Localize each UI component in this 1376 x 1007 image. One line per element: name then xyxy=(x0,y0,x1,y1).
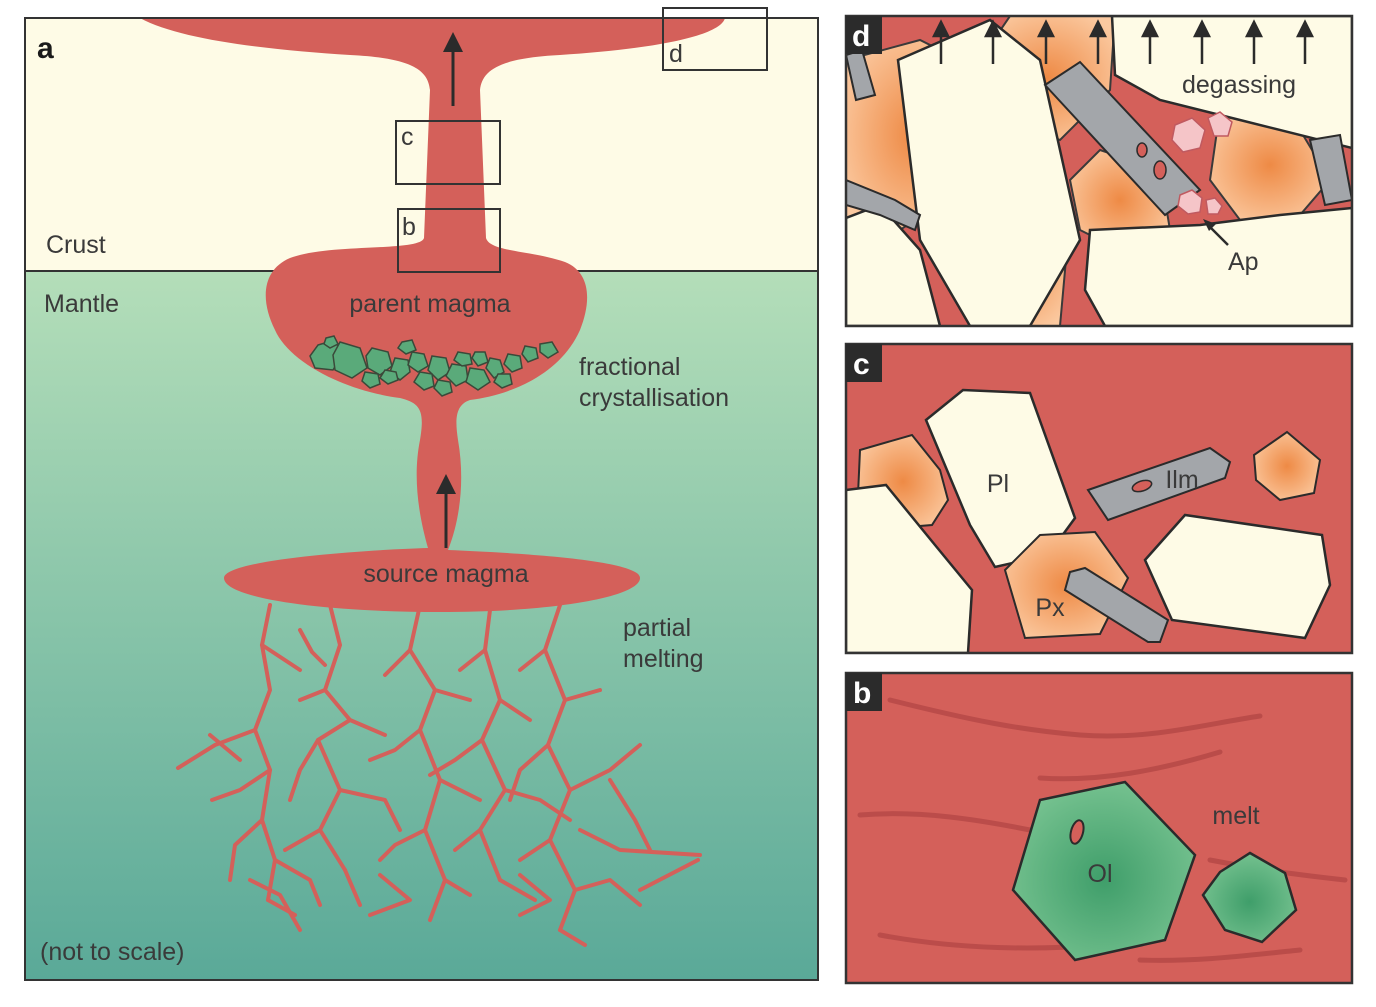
partial-melting-label-line1: partial xyxy=(623,614,691,642)
partial-melting-label-line2: melting xyxy=(623,645,704,673)
pyroxene-crystal xyxy=(1252,430,1322,502)
inset-box-b xyxy=(397,208,501,273)
magma-conduit-system xyxy=(140,18,725,612)
mantle-label: Mantle xyxy=(44,290,119,318)
crust-label: Crust xyxy=(46,231,106,259)
fractional-label-line2: crystallisation xyxy=(579,384,729,412)
olivine-crystal-cumulate xyxy=(309,335,560,397)
panel-c-letter: c xyxy=(853,348,870,381)
panel-b xyxy=(846,673,1352,983)
panel-a-letter: a xyxy=(37,32,54,65)
panel-a-frame xyxy=(24,17,819,981)
inset-d-label: d xyxy=(669,40,683,68)
ilmenite-crystal xyxy=(1063,566,1170,643)
inset-box-c xyxy=(395,120,501,185)
panel-d-frame xyxy=(844,14,1354,328)
degassing-vesicle xyxy=(1110,16,1352,150)
inset-b-label: b xyxy=(402,213,416,241)
ilmenite-crystal xyxy=(846,178,922,232)
panel-b-frame xyxy=(844,671,1354,985)
melt-label: melt xyxy=(1212,802,1259,830)
olivine-label: Ol xyxy=(1088,860,1113,888)
ilmenite-crystal xyxy=(1086,446,1232,522)
apatite-label: Ap xyxy=(1228,248,1259,276)
olivine-crystal xyxy=(1201,851,1298,944)
plagioclase-crystal xyxy=(896,18,1082,326)
panel-a xyxy=(25,18,818,980)
source-magma-label: source magma xyxy=(363,560,528,588)
not-to-scale-note: (not to scale) xyxy=(40,938,185,966)
plagioclase-crystal xyxy=(846,483,974,653)
apatite-crystals xyxy=(1171,111,1233,215)
ilmenite-crystal xyxy=(1308,133,1352,207)
panel-c xyxy=(846,344,1352,653)
ascent-arrows xyxy=(436,32,463,548)
fractional-label-line1: fractional xyxy=(579,353,680,381)
panel-d xyxy=(846,16,1352,326)
olivine-crystal xyxy=(1011,780,1197,962)
panel-b-letter: b xyxy=(853,677,871,710)
degassing-label: degassing xyxy=(1182,71,1296,99)
upper-magma-sill xyxy=(140,18,725,612)
partial-melting-network xyxy=(176,603,702,947)
plagioclase-label: Pl xyxy=(987,470,1009,498)
pyroxene-label: Px xyxy=(1035,594,1065,622)
parent-magma-label: parent magma xyxy=(349,290,510,318)
inset-c-label: c xyxy=(401,123,414,151)
plagioclase-crystal xyxy=(1143,513,1332,640)
ilmenite-label: Ilm xyxy=(1165,466,1198,494)
panel-c-frame xyxy=(844,342,1354,655)
panel-d-letter: d xyxy=(852,20,870,53)
degassing-arrows xyxy=(931,19,1315,64)
